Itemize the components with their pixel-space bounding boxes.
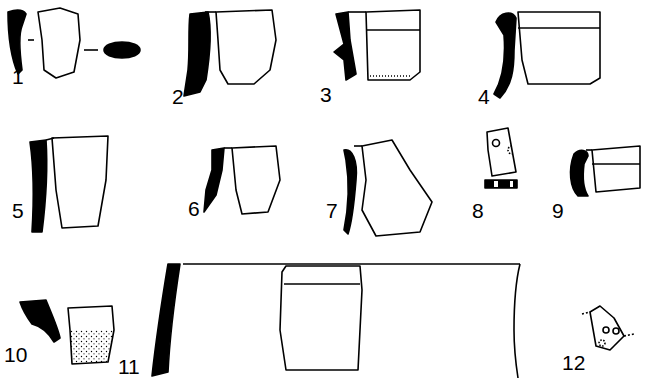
callout-number: 11 [118,356,140,377]
callout-number: 9 [552,200,564,221]
callout-number: 12 [562,352,585,373]
callout-number: 10 [4,344,27,365]
callout-number: 7 [326,200,338,221]
callout-number: 8 [472,200,484,221]
callout-number: 6 [188,198,200,219]
callout-number: 2 [172,86,184,107]
callout-number: 3 [320,84,332,105]
callout-number: 1 [12,66,24,87]
callout-number: 5 [12,200,24,221]
callout-number: 4 [478,86,490,107]
